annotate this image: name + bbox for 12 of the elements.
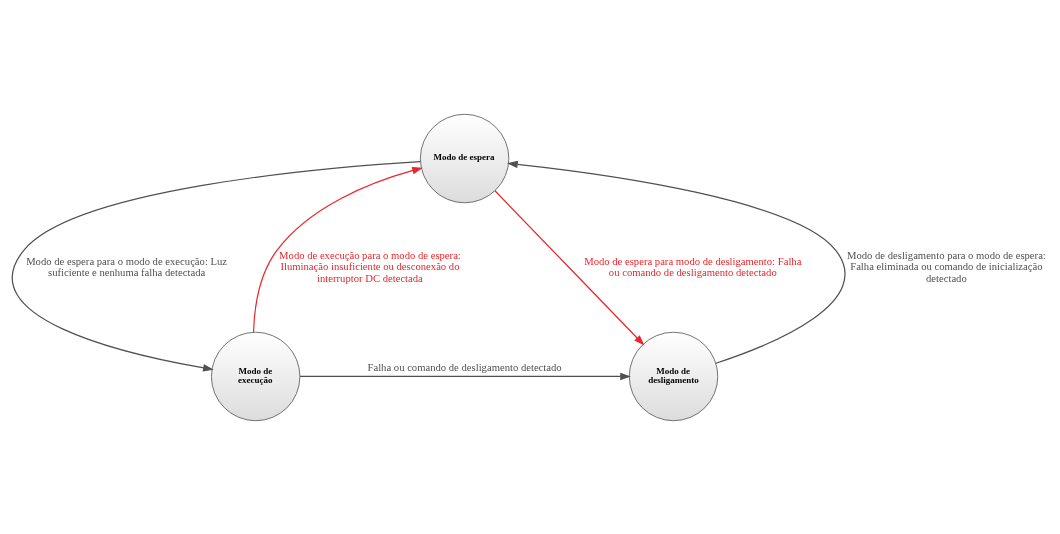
- edge-label: Modo de espera para o modo de execução: Luz suficiente e nenhuma falha detectada: [26, 255, 228, 278]
- arrow: [299, 372, 631, 380]
- node-circle: Modo de espera: [419, 113, 510, 203]
- arrow: [11, 160, 421, 372]
- arrow: [252, 166, 423, 333]
- edge-label: Modo de espera para modo de desligamento: Falha ou comando de desligamento detectado: [584, 255, 802, 278]
- node-circle: Modo de execução: [211, 331, 301, 421]
- arrow: [507, 160, 846, 364]
- arrow: [494, 189, 645, 345]
- edge-label: Modo de execução para o modo de espera: Iluminação insuficiente ou desconexão do interruptor DC detectada: [279, 249, 461, 284]
- edge-label: Modo de desligamento para o modo de espera: Falha eliminada ou comando de inicialização detectado: [846, 249, 1046, 284]
- edge-label: Falha ou comando de desligamento detectado: [367, 361, 562, 373]
